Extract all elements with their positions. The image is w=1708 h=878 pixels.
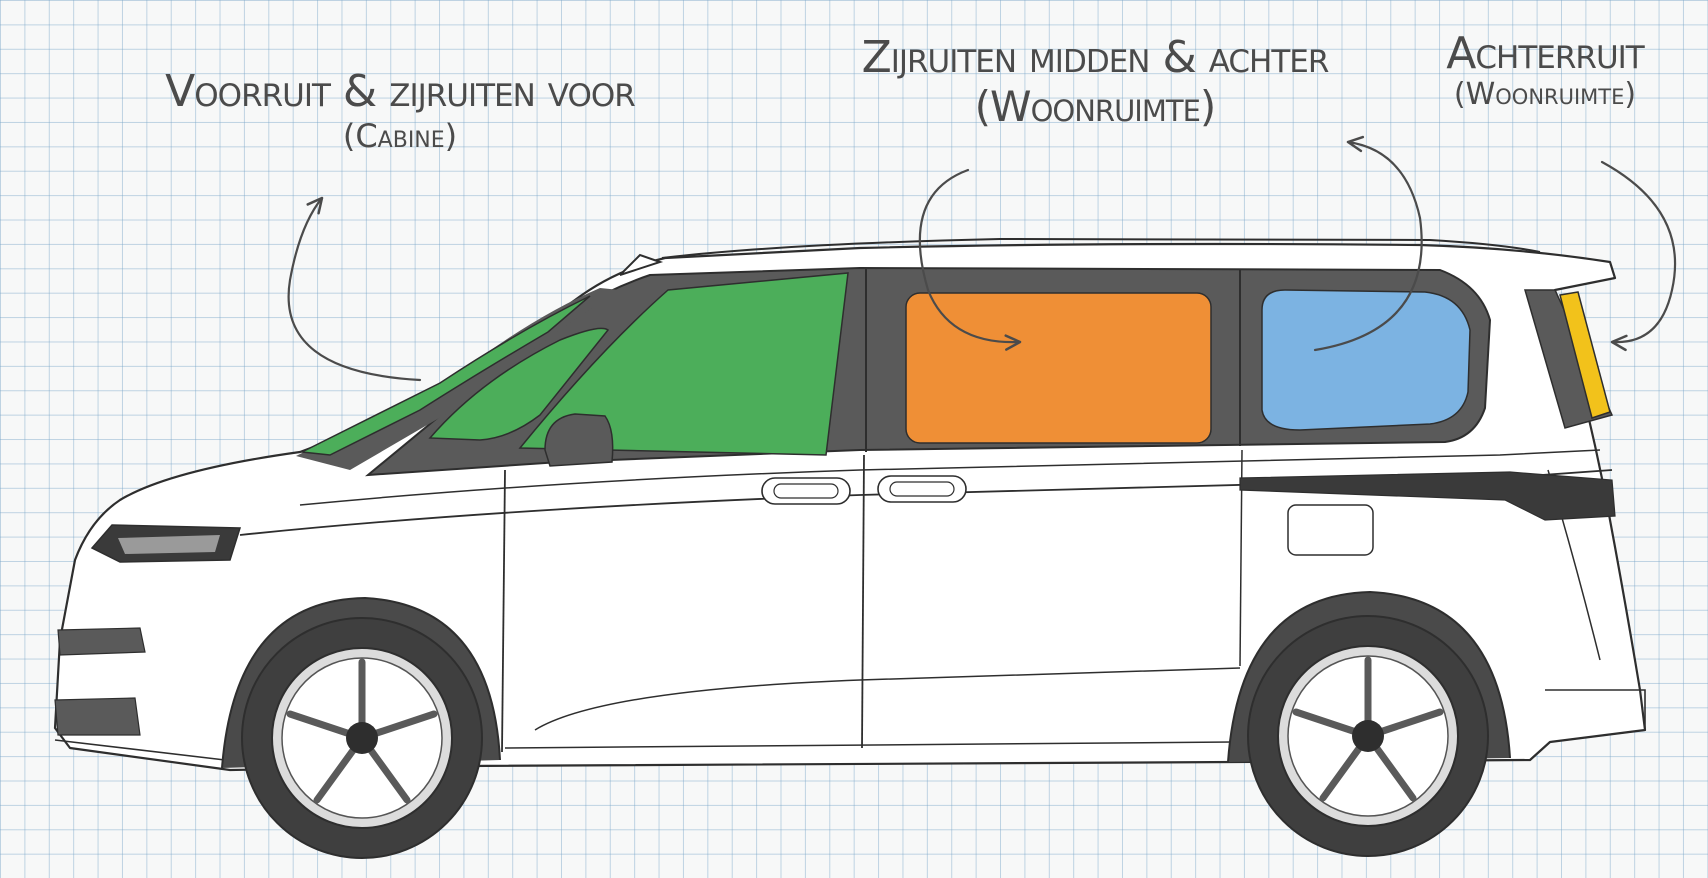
lower-sill-line [534,667,1241,731]
rear-side-window [1261,289,1471,431]
middle-side-window [905,292,1212,444]
cabin-windows-label: Voorruit & zijruiten voor (Cabine) [120,66,680,155]
rear-light [1239,471,1616,521]
side-mirror [544,413,614,467]
living-side-windows-subtitle: (Woonruimte) [974,82,1217,131]
headlight-icon [90,524,242,563]
windshield-glass [299,295,591,456]
rear-window-label: Achterruit (Woonruimte) [1420,32,1670,110]
rear-window-title: Achterruit [1446,28,1644,79]
cabin-windows-subtitle: (Cabine) [342,117,458,155]
living-side-windows-label: Zijruiten midden & achter (Woonruimte) [820,36,1370,128]
fuel-cap [1287,504,1374,556]
rear-window-glass [1559,291,1611,419]
cabin-curved-arrow-icon [287,196,422,382]
front-wheel-icon [241,617,483,859]
cabin-windows-title: Voorruit & zijruiten voor [165,66,636,117]
sliding-door-seam [861,454,865,749]
front-bumper-line [54,739,226,761]
belt-line [299,449,1601,506]
rear-wheel-icon [1247,615,1489,857]
rear-window-subtitle: (Woonruimte) [1453,77,1637,112]
rear-bumper [1545,689,1646,743]
rear-curved-arrow-icon [1600,160,1677,352]
sliding-door-handle-icon [877,475,967,503]
roof-antenna [619,253,664,276]
roof-rail [661,237,1541,259]
front-quarter-window [428,327,610,441]
front-door-seam [501,469,506,753]
front-door-handle-icon [761,477,851,505]
front-door-window [518,272,849,456]
living-side-windows-title: Zijruiten midden & achter [861,32,1330,83]
rear-side-curved-arrow-icon [1313,135,1423,352]
middle-curved-arrow-icon [918,168,1022,351]
rocker-line [504,741,1233,749]
front-grille [54,627,146,736]
